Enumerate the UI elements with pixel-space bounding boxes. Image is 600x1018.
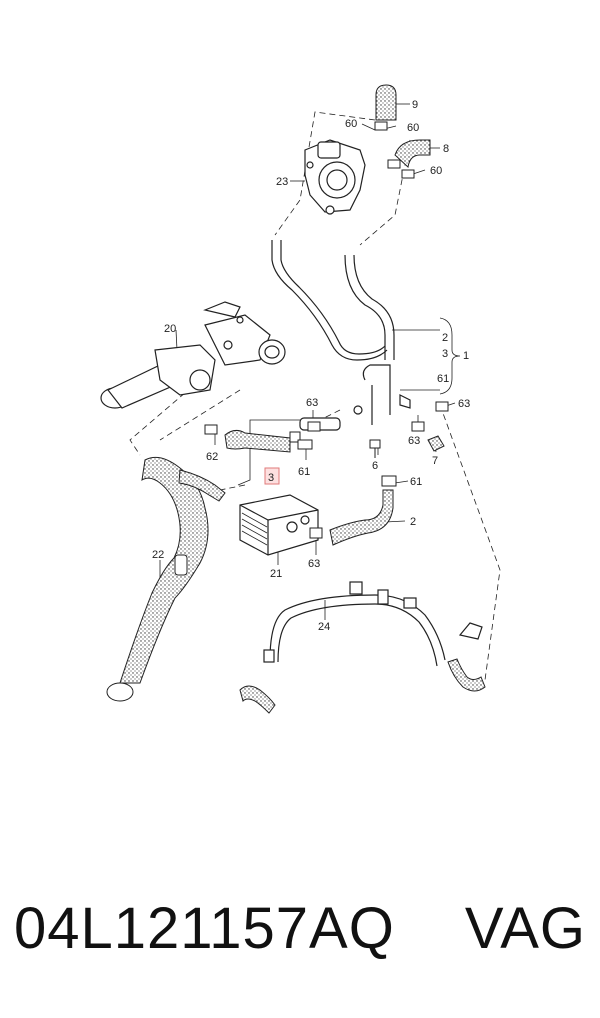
callout-63: 63	[306, 397, 318, 409]
callout-2: 2	[410, 516, 416, 528]
callout-60: 60	[345, 118, 357, 130]
hose-part-3-icon	[204, 424, 301, 453]
callout-9: 9	[412, 99, 418, 111]
callout-24: 24	[318, 621, 330, 633]
callout-21: 21	[270, 568, 282, 580]
callout-61: 61	[437, 373, 449, 385]
callout-20: 20	[164, 323, 176, 335]
callout-lines	[159, 103, 461, 620]
callout-3-selected[interactable]: 3	[268, 472, 274, 484]
callout-61: 61	[298, 466, 310, 478]
coolant-pipes-icon	[271, 240, 411, 431]
hose-ends-part-24-icon	[239, 658, 486, 714]
callout-8: 8	[443, 143, 449, 155]
callout-7: 7	[432, 455, 438, 467]
callout-22: 22	[152, 549, 164, 561]
water-outlet-housing-icon	[100, 301, 286, 409]
highlight-box	[264, 467, 280, 485]
hose-part-22-icon	[106, 456, 226, 702]
callout-60: 60	[430, 165, 442, 177]
callout-labels: 9 60 60 8 60 23 20 2 3 1 61 63 63 62 61 …	[152, 99, 470, 633]
callout-62: 62	[206, 451, 218, 463]
callout-3: 3	[442, 348, 448, 360]
part-number: 04L121157AQ	[14, 896, 395, 961]
callout-6: 6	[372, 460, 378, 472]
brand-name: VAG	[464, 896, 586, 961]
small-hoses-icon	[374, 84, 431, 179]
throttle-body-icon	[304, 139, 366, 215]
parts-diagram: 9 60 60 8 60 23 20 2 3 1 61 63 63 62 61 …	[100, 84, 501, 714]
hose-part-2-icon	[309, 475, 397, 546]
callout-60: 60	[407, 122, 419, 134]
callout-63: 63	[458, 398, 470, 410]
callout-63: 63	[308, 558, 320, 570]
callout-61: 61	[410, 476, 422, 488]
oil-cooler-icon	[239, 494, 319, 556]
callout-23: 23	[276, 176, 288, 188]
pipe-part-24-icon	[263, 581, 483, 667]
callout-63: 63	[408, 435, 420, 447]
clamps-and-bolts-icon	[297, 401, 449, 458]
callout-1: 1	[463, 350, 469, 362]
callout-2: 2	[442, 332, 448, 344]
